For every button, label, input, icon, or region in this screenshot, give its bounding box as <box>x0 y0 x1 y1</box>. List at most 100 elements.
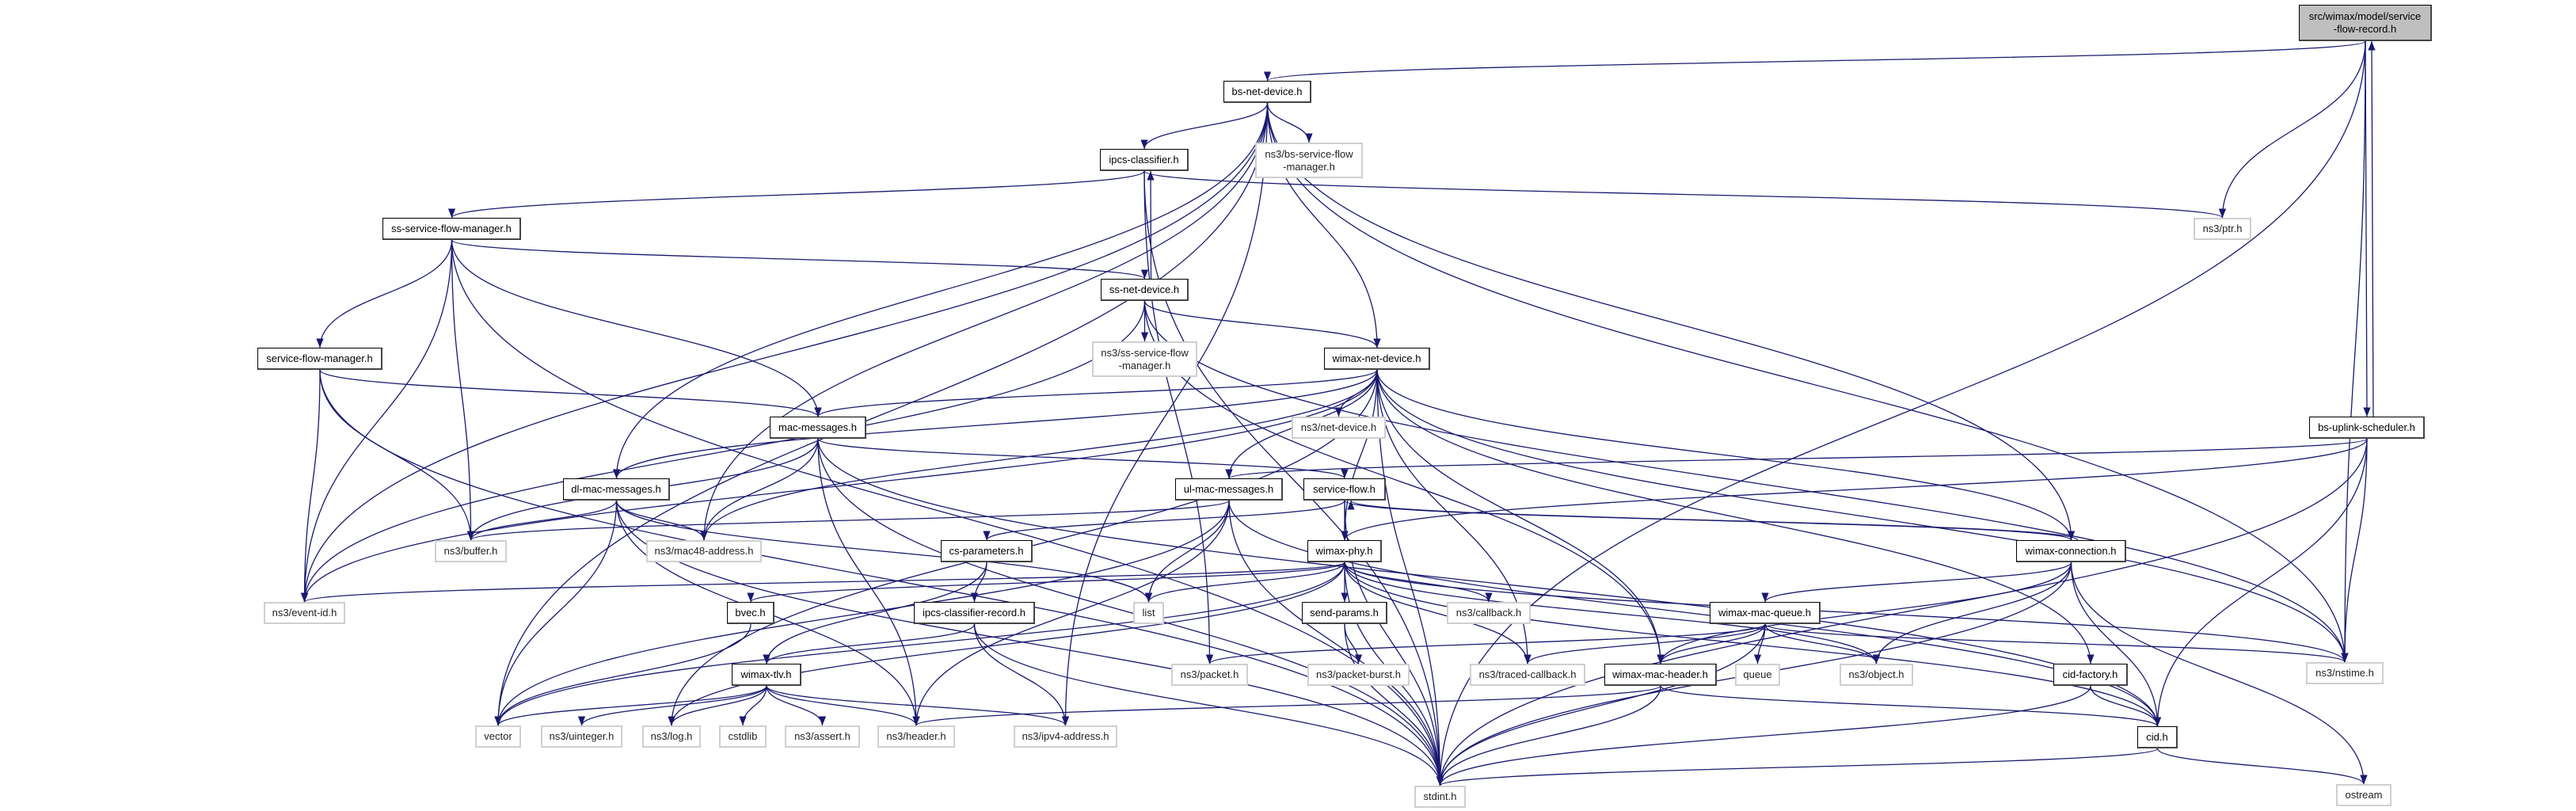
edge-ul_mac_messages-to-stdint <box>1228 500 1444 786</box>
node-label: service-flow.h <box>1313 482 1376 495</box>
node-cid-factory[interactable]: cid-factory.h <box>2053 664 2128 686</box>
edge-ipcs_classifier_record-to-ns3_ipv4 <box>973 623 1070 726</box>
node-label: dl-mac-messages.h <box>571 482 661 495</box>
node-ns3-header: ns3/header.h <box>877 725 955 748</box>
node-label: ns3/ipv4-address.h <box>1022 730 1109 742</box>
edge-bs_uplink_scheduler-to-ul_mac_messages <box>1225 438 2368 479</box>
node-ul-mac-messages[interactable]: ul-mac-messages.h <box>1175 478 1283 501</box>
node-sfm[interactable]: service-flow-manager.h <box>257 348 382 370</box>
edge-wimax_mac_queue-to-ns3_traced_callback <box>1524 623 1766 664</box>
node-service-flow[interactable]: service-flow.h <box>1303 478 1386 501</box>
node-label: ipcs-classifier.h <box>1109 153 1179 166</box>
node-label: queue <box>1743 668 1772 680</box>
node-ss-net-device[interactable]: ss-net-device.h <box>1101 279 1189 301</box>
node-wimax-mac-header[interactable]: wimax-mac-header.h <box>1604 664 1717 686</box>
node-dl-mac-messages[interactable]: dl-mac-messages.h <box>563 478 670 501</box>
edge-cid-to-stdint <box>1436 748 2159 786</box>
edge-wimax_mac_queue-to-ns3_packet <box>1206 623 1766 664</box>
edge-wimax_tlv-to-ns3_ipv4 <box>766 685 1070 726</box>
edge-root-to-ns3_ptr <box>2218 40 2366 219</box>
node-send-params[interactable]: send-params.h <box>1302 602 1387 624</box>
node-ipcs-classifier[interactable]: ipcs-classifier.h <box>1100 149 1189 171</box>
node-ss-sfm[interactable]: ss-service-flow-manager.h <box>382 218 521 240</box>
edge-bs_net_device-to-dl_mac_messages <box>612 102 1269 479</box>
node-cs-parameters[interactable]: cs-parameters.h <box>941 540 1033 562</box>
node-label: ns3/assert.h <box>794 730 850 742</box>
node-ns3-object: ns3/object.h <box>1840 664 1913 686</box>
edge-service_flow-to-cs_parameters <box>983 500 1345 541</box>
edge-bs_net_device-to-ns3_event_id <box>300 102 1269 603</box>
edge-ss_sfm-to-ns3_buffer <box>451 239 475 541</box>
node-bs-net-device[interactable]: bs-net-device.h <box>1223 81 1311 103</box>
node-label: wimax-mac-queue.h <box>1718 606 1812 619</box>
node-label: ss-net-device.h <box>1109 283 1180 295</box>
edge-bs_net_device-to-wimax_net_device <box>1266 102 1381 348</box>
node-label: wimax-phy.h <box>1315 544 1373 557</box>
edge-cid_factory-to-stdint <box>1436 685 2091 786</box>
edge-wimax_net_device-to-stdint <box>1376 369 1444 786</box>
edge-cid_factory-to-cid <box>2090 685 2162 727</box>
node-label: ipcs-classifier-record.h <box>922 606 1026 619</box>
node-ns3-ptr: ns3/ptr.h <box>2194 218 2251 240</box>
edge-dl_mac_messages-to-ns3_mac48 <box>615 500 708 541</box>
node-label: ns3/ss-service-flow <box>1101 346 1189 359</box>
edge-send_params-to-stdint <box>1344 623 1444 786</box>
node-queue: queue <box>1735 664 1780 686</box>
node-label: ns3/traced-callback.h <box>1478 668 1577 680</box>
node-label: ns3/header.h <box>886 730 946 742</box>
edge-wimax_phy-to-vector <box>494 562 1345 726</box>
edge-wimax_phy-to-ns3_callback <box>1344 562 1493 603</box>
node-label: cs-parameters.h <box>949 544 1024 557</box>
node-wimax-net-device[interactable]: wimax-net-device.h <box>1324 348 1430 370</box>
edge-bvec-to-vector <box>494 623 751 726</box>
node-ipcs-classifier-record[interactable]: ipcs-classifier-record.h <box>914 602 1035 624</box>
node-label: -manager.h <box>1283 160 1335 173</box>
edge-dl_mac_messages-to-ns3_buffer <box>466 500 618 541</box>
node-wimax-tlv[interactable]: wimax-tlv.h <box>732 664 801 686</box>
node-label: ns3/bs-service-flow <box>1265 147 1353 160</box>
node-bvec[interactable]: bvec.h <box>727 602 774 624</box>
node-ns3-uinteger: ns3/uinteger.h <box>541 725 622 748</box>
edge-wimax_net_device-to-dl_mac_messages <box>612 369 1378 479</box>
node-label: ns3/log.h <box>650 730 693 742</box>
edge-wimax_phy-to-list <box>1144 562 1345 603</box>
node-label: wimax-tlv.h <box>740 668 792 680</box>
node-ns3-net-device: ns3/net-device.h <box>1292 417 1386 439</box>
node-ns3-packet: ns3/packet.h <box>1171 664 1248 686</box>
node-mac-messages[interactable]: mac-messages.h <box>770 417 866 439</box>
node-label: ns3/mac48-address.h <box>654 545 754 557</box>
edge-bs_net_device-to-ns3_mac48 <box>700 102 1269 541</box>
node-label: ns3/nstime.h <box>2315 667 2374 679</box>
node-label: ns3/object.h <box>1848 668 1904 680</box>
edge-wimax_net_device-to-ns3_nstime <box>1376 369 2349 663</box>
node-label: service-flow-manager.h <box>266 352 373 364</box>
node-ns3-mac48: ns3/mac48-address.h <box>646 540 762 562</box>
edge-root-to-bs_net_device <box>1264 40 2366 82</box>
edge-wimax_connection-to-ostream <box>2070 562 2368 785</box>
edge-wimax_connection-to-ns3_object <box>1872 562 2072 664</box>
edge-dl_mac_messages-to-vector <box>494 500 618 726</box>
node-label: -flow-record.h <box>2333 22 2397 35</box>
node-bs-uplink-scheduler[interactable]: bs-uplink-scheduler.h <box>2309 417 2425 439</box>
edge-mac_messages-to-ns3_mac48 <box>700 438 819 541</box>
edge-wimax_phy-to-bvec <box>747 562 1345 603</box>
edge-bs_net_device-to-vector <box>494 102 1269 726</box>
node-wimax-connection[interactable]: wimax-connection.h <box>2016 540 2126 562</box>
node-label: cid.h <box>2146 730 2168 743</box>
node-label: wimax-connection.h <box>2025 544 2117 557</box>
edge-bs_net_device-to-ipcs_classifier <box>1140 102 1269 150</box>
edge-wimax_connection-to-cid <box>2070 562 2162 727</box>
node-wimax-mac-queue[interactable]: wimax-mac-queue.h <box>1710 602 1821 624</box>
edge-dl_mac_messages-to-list <box>615 500 1153 603</box>
node-ns3-nstime: ns3/nstime.h <box>2306 662 2384 684</box>
node-ns3-ss-sfm: ns3/ss-service-flow-manager.h <box>1092 341 1197 377</box>
node-wimax-phy[interactable]: wimax-phy.h <box>1307 540 1382 562</box>
edge-ss_sfm-to-ss_net_device <box>451 239 1148 280</box>
node-label: mac-messages.h <box>778 421 857 433</box>
edge-mac_messages-to-ns3_header <box>817 438 920 726</box>
node-cid[interactable]: cid.h <box>2137 726 2178 748</box>
node-label: list <box>1142 607 1155 619</box>
edge-wimax_net_device-to-wimax_connection <box>1376 369 2076 541</box>
node-label: ns3/event-id.h <box>272 607 337 619</box>
